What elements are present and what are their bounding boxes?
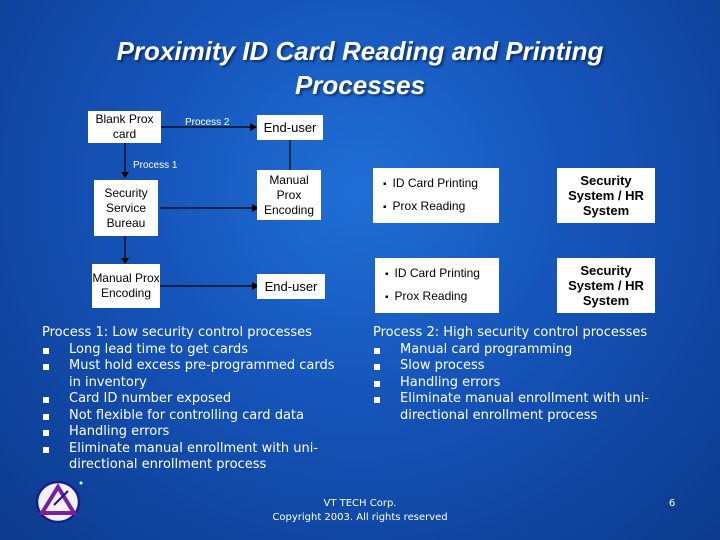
list-item: Must hold excess pre-programmed cards in… <box>42 358 348 391</box>
list-item: Card ID number exposed <box>42 391 348 408</box>
company-logo <box>35 480 83 524</box>
list-item: Long lead time to get cards <box>42 342 348 359</box>
process2-description: Process 2: High security control process… <box>373 325 673 424</box>
arrowhead <box>121 258 129 264</box>
blank-prox-card-label: Blank Prox card <box>95 112 154 141</box>
page-title: Proximity ID Card Reading and Printing P… <box>116 36 604 100</box>
page-number: 6 <box>668 498 676 509</box>
list-item: Slow process <box>373 358 673 375</box>
process1-heading: Process 1: Low security control processe… <box>42 325 312 340</box>
security-bureau-label: Security Service Bureau <box>104 185 148 230</box>
list-item: Prox Reading <box>385 289 468 305</box>
blank-prox-card-box: Blank Prox card <box>88 111 161 143</box>
end-user-label-bottom: End-user <box>264 279 318 294</box>
manual-prox-encoding-label-top: Manual Prox Encoding <box>263 172 315 217</box>
process-list-box-bottom: ID Card Printing Prox Reading <box>375 258 499 313</box>
manual-prox-encoding-box-bottom: Manual Prox Encoding <box>92 264 160 308</box>
process1-description: Process 1: Low security control processe… <box>42 325 348 474</box>
arrowhead <box>121 172 129 178</box>
list-item: Prox Reading <box>383 199 466 215</box>
security-hr-box-top: Security System / HR System <box>557 168 655 223</box>
process2-heading: Process 2: High security control process… <box>373 325 648 340</box>
manual-prox-encoding-box-top: Manual Prox Encoding <box>257 170 321 220</box>
security-hr-box-bottom: Security System / HR System <box>557 258 655 313</box>
manual-prox-encoding-label-bottom: Manual Prox Encoding <box>92 271 160 300</box>
security-bureau-box: Security Service Bureau <box>94 180 158 236</box>
list-item: Eliminate manual enrollment with uni-dir… <box>373 391 673 424</box>
arrowhead <box>250 123 257 131</box>
end-user-box-top: End-user <box>257 115 323 140</box>
security-hr-label-bottom: Security System / HR System <box>568 263 644 308</box>
footer-company: VT TECH Corp. <box>323 498 397 509</box>
list-item: Handling errors <box>373 375 673 392</box>
footer: VT TECH Corp. Copyright 2003. All rights… <box>240 497 480 525</box>
end-user-label-top: End-user <box>263 120 317 135</box>
list-item: Not flexible for controlling card data <box>42 408 348 425</box>
footer-copyright: Copyright 2003. All rights reserved <box>272 512 448 523</box>
list-item: ID Card Printing <box>383 176 478 192</box>
process1-label: Process 1 <box>133 160 178 171</box>
process2-label: Process 2 <box>185 117 230 128</box>
arrowhead <box>252 282 259 290</box>
list-item: Eliminate manual enrollment with uni-dir… <box>42 441 348 474</box>
process-list-box-top: ID Card Printing Prox Reading <box>373 168 499 223</box>
list-item: Manual card programming <box>373 342 673 359</box>
list-item: Handling errors <box>42 424 348 441</box>
arrowhead <box>252 204 259 212</box>
end-user-box-bottom: End-user <box>257 274 325 299</box>
list-item: ID Card Printing <box>385 266 480 282</box>
security-hr-label-top: Security System / HR System <box>568 173 644 218</box>
